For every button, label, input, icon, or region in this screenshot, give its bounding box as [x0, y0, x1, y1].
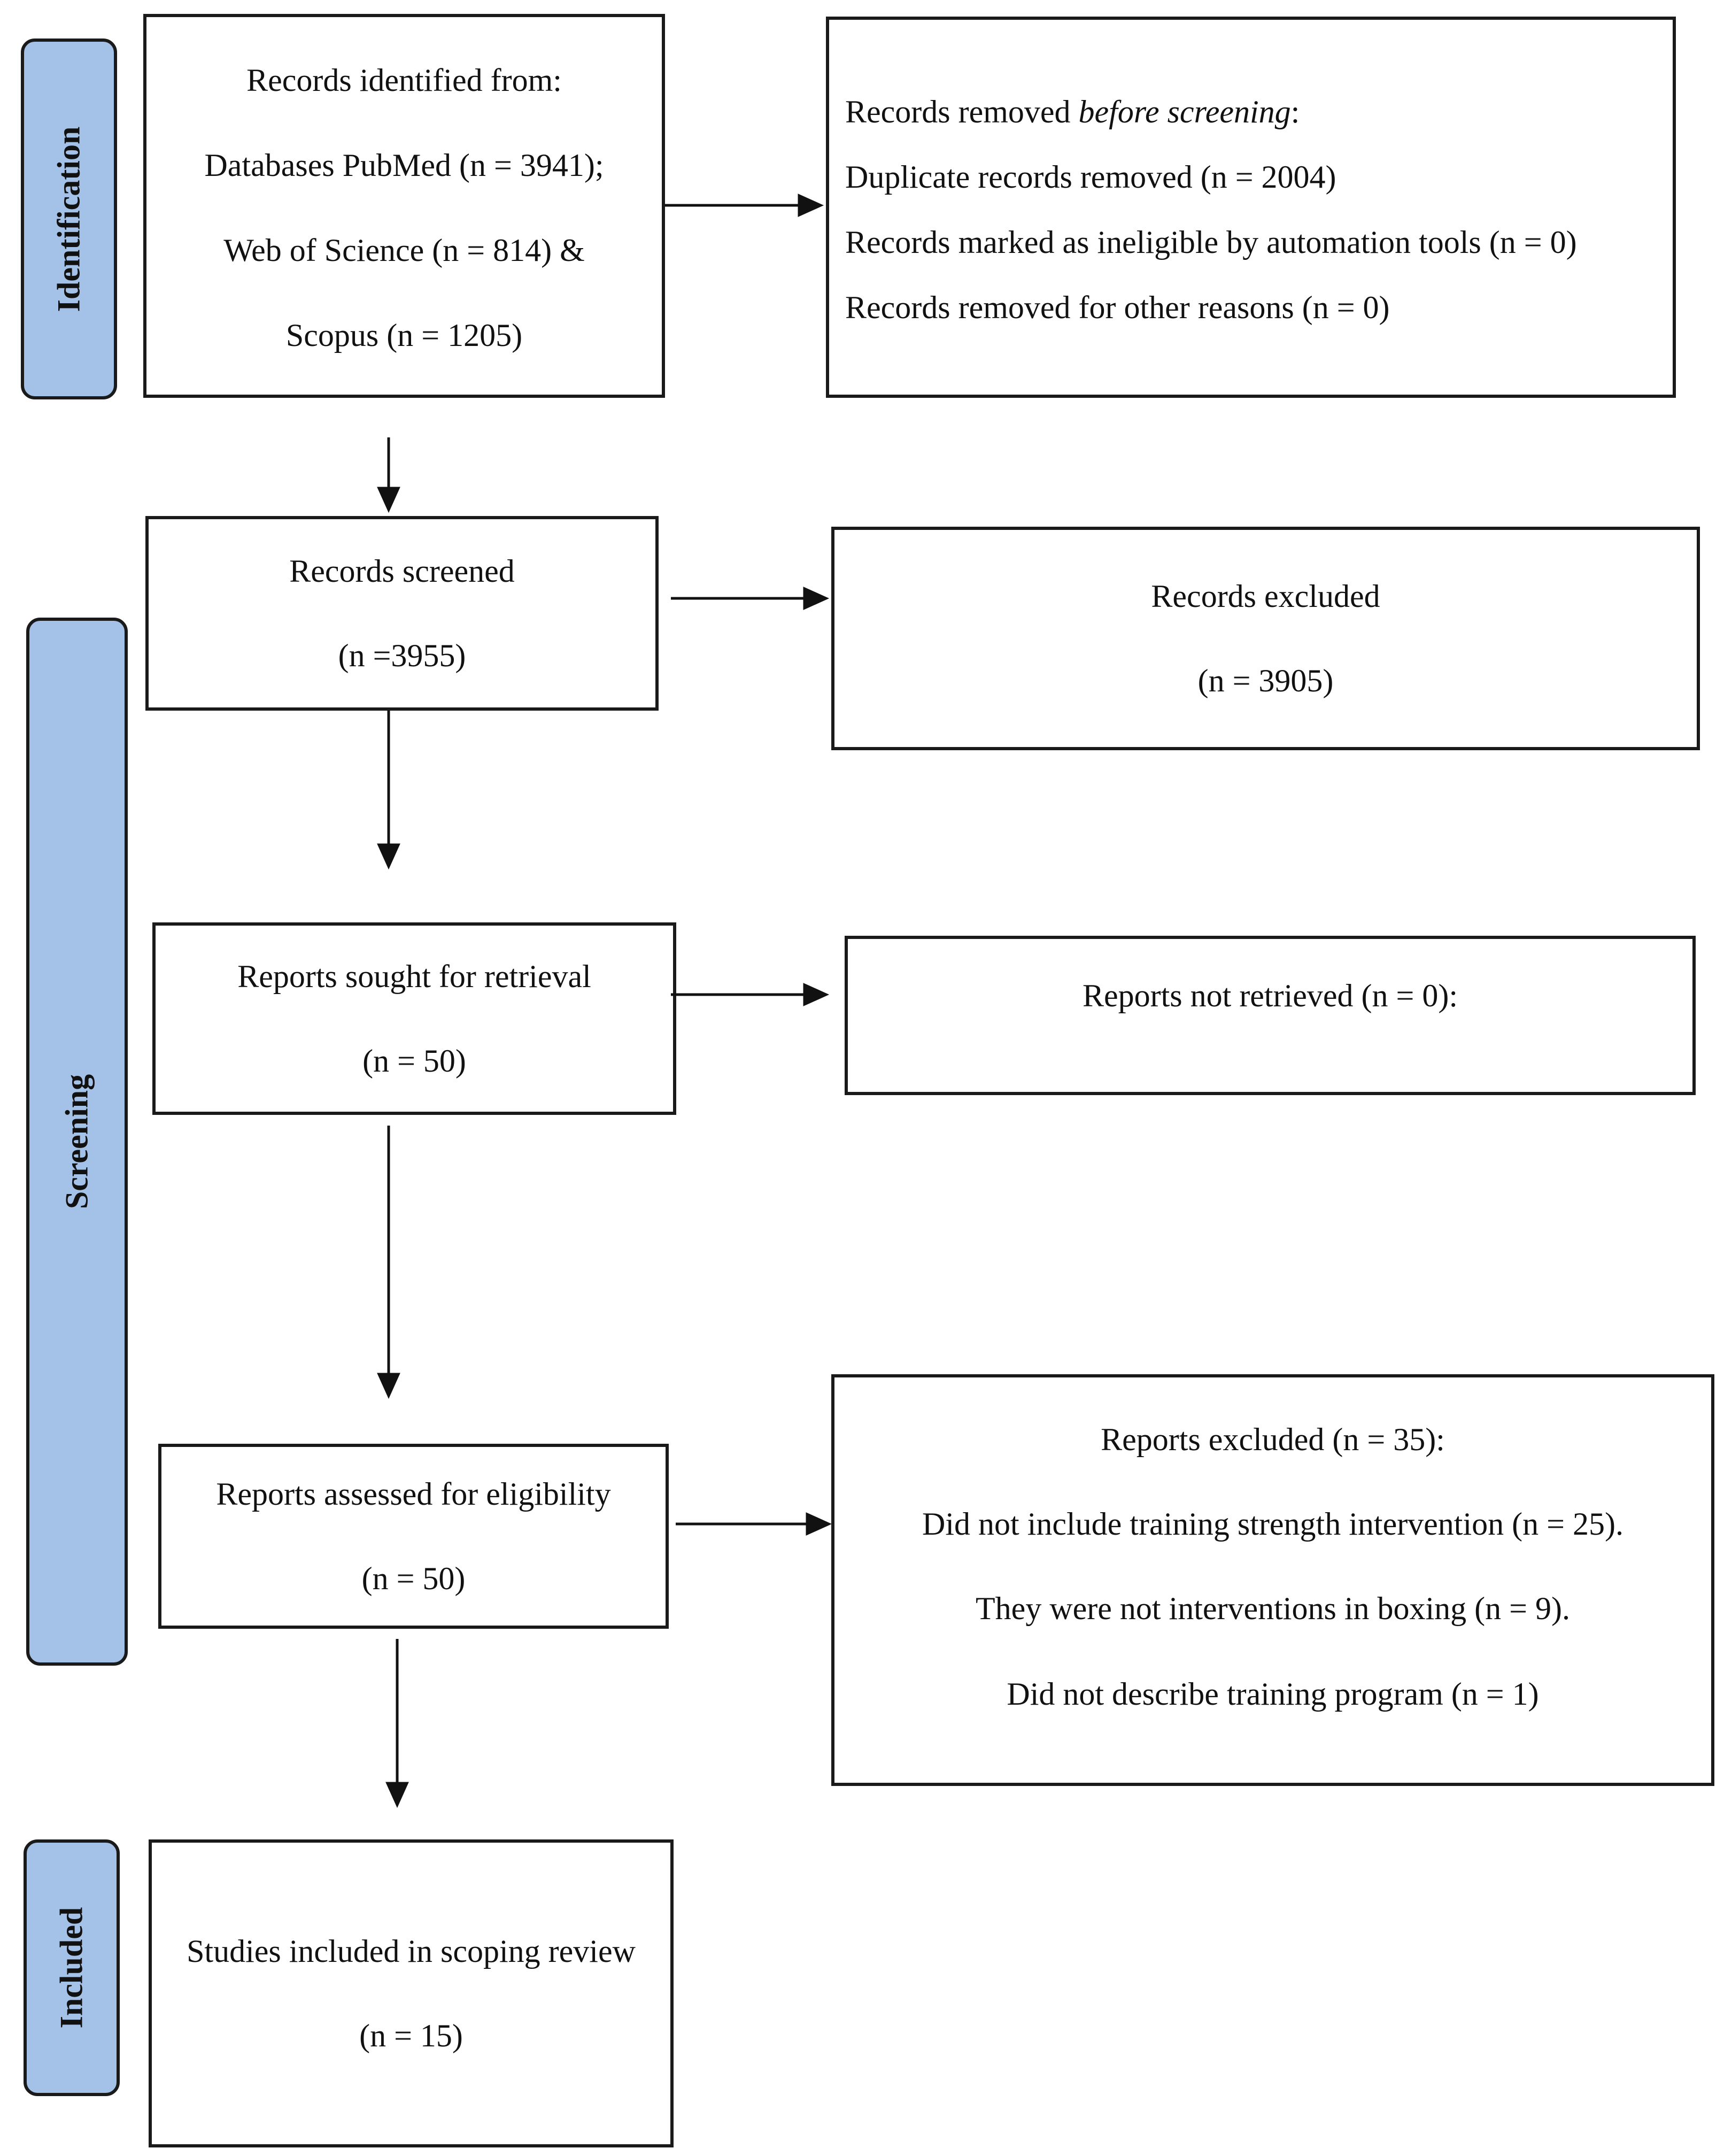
records-excluded-label: Records excluded: [1151, 579, 1380, 614]
reports-assessed-count: (n = 50): [361, 1561, 466, 1596]
removed-other-reasons-line: Records removed for other reasons (n = 0…: [845, 290, 1390, 325]
arrowhead-sought-to-not-retrieved: [803, 983, 830, 1006]
records-identified-heading: Records identified from:: [246, 63, 562, 98]
studies-included-box: Studies included in scoping review (n = …: [149, 1839, 674, 2147]
records-excluded-box: Records excluded (n = 3905): [831, 527, 1700, 750]
records-identified-box: Records identified from: Databases PubMe…: [143, 14, 665, 398]
arrowhead-assessed-to-included: [385, 1782, 409, 1808]
reports-excluded-box: Reports excluded (n = 35): Did not inclu…: [831, 1374, 1714, 1786]
records-screened-count: (n =3955): [338, 638, 466, 673]
records-removed-italic: before screening: [1078, 94, 1291, 129]
no-training-program-line: Did not describe training program (n = 1…: [1007, 1676, 1539, 1712]
arrowhead-screened-to-excluded: [803, 587, 830, 610]
arrowhead-sought-to-assessed: [377, 1373, 400, 1399]
studies-included-label: Studies included in scoping review: [187, 1934, 636, 1969]
records-identified-wos: Web of Science (n = 814) &: [223, 233, 585, 268]
no-strength-intervention-line: Did not include training strength interv…: [922, 1506, 1624, 1542]
records-screened-label: Records screened: [289, 553, 515, 589]
records-identified-scopus: Scopus (n = 1205): [285, 318, 523, 353]
records-excluded-count: (n = 3905): [1197, 663, 1334, 698]
ineligible-automation-line: Records marked as ineligible by automati…: [845, 225, 1577, 260]
phase-screening: Screening: [26, 618, 128, 1666]
phase-identification: Identification: [21, 38, 117, 399]
arrowhead-identified-to-screened: [377, 487, 400, 513]
arrowhead-screened-to-sought: [377, 843, 400, 870]
reports-excluded-heading: Reports excluded (n = 35):: [1101, 1422, 1445, 1457]
records-removed-box: Records removed before screening: Duplic…: [826, 17, 1676, 398]
studies-included-count: (n = 15): [359, 2018, 463, 2053]
reports-sought-count: (n = 50): [362, 1043, 466, 1079]
reports-assessed-label: Reports assessed for eligibility: [216, 1476, 611, 1512]
records-identified-pubmed: Databases PubMed (n = 3941);: [204, 148, 604, 183]
reports-not-retrieved-box: Reports not retrieved (n = 0):: [845, 936, 1696, 1095]
arrowhead-identified-to-removed: [798, 194, 824, 217]
records-removed-prefix: Records removed: [845, 94, 1079, 129]
reports-sought-box: Reports sought for retrieval (n = 50): [152, 922, 676, 1115]
reports-assessed-box: Reports assessed for eligibility (n = 50…: [158, 1444, 669, 1629]
records-removed-heading: Records removed before screening:: [845, 93, 1300, 131]
reports-sought-label: Reports sought for retrieval: [237, 959, 591, 994]
not-boxing-line: They were not interventions in boxing (n…: [976, 1591, 1570, 1626]
phase-included: Included: [24, 1839, 120, 2096]
records-removed-suffix: :: [1290, 94, 1300, 129]
duplicates-removed-line: Duplicate records removed (n = 2004): [845, 159, 1336, 195]
reports-not-retrieved-label: Reports not retrieved (n = 0):: [1083, 978, 1458, 1013]
arrowhead-assessed-to-reports-excluded: [806, 1512, 832, 1536]
records-screened-box: Records screened (n =3955): [145, 516, 659, 711]
